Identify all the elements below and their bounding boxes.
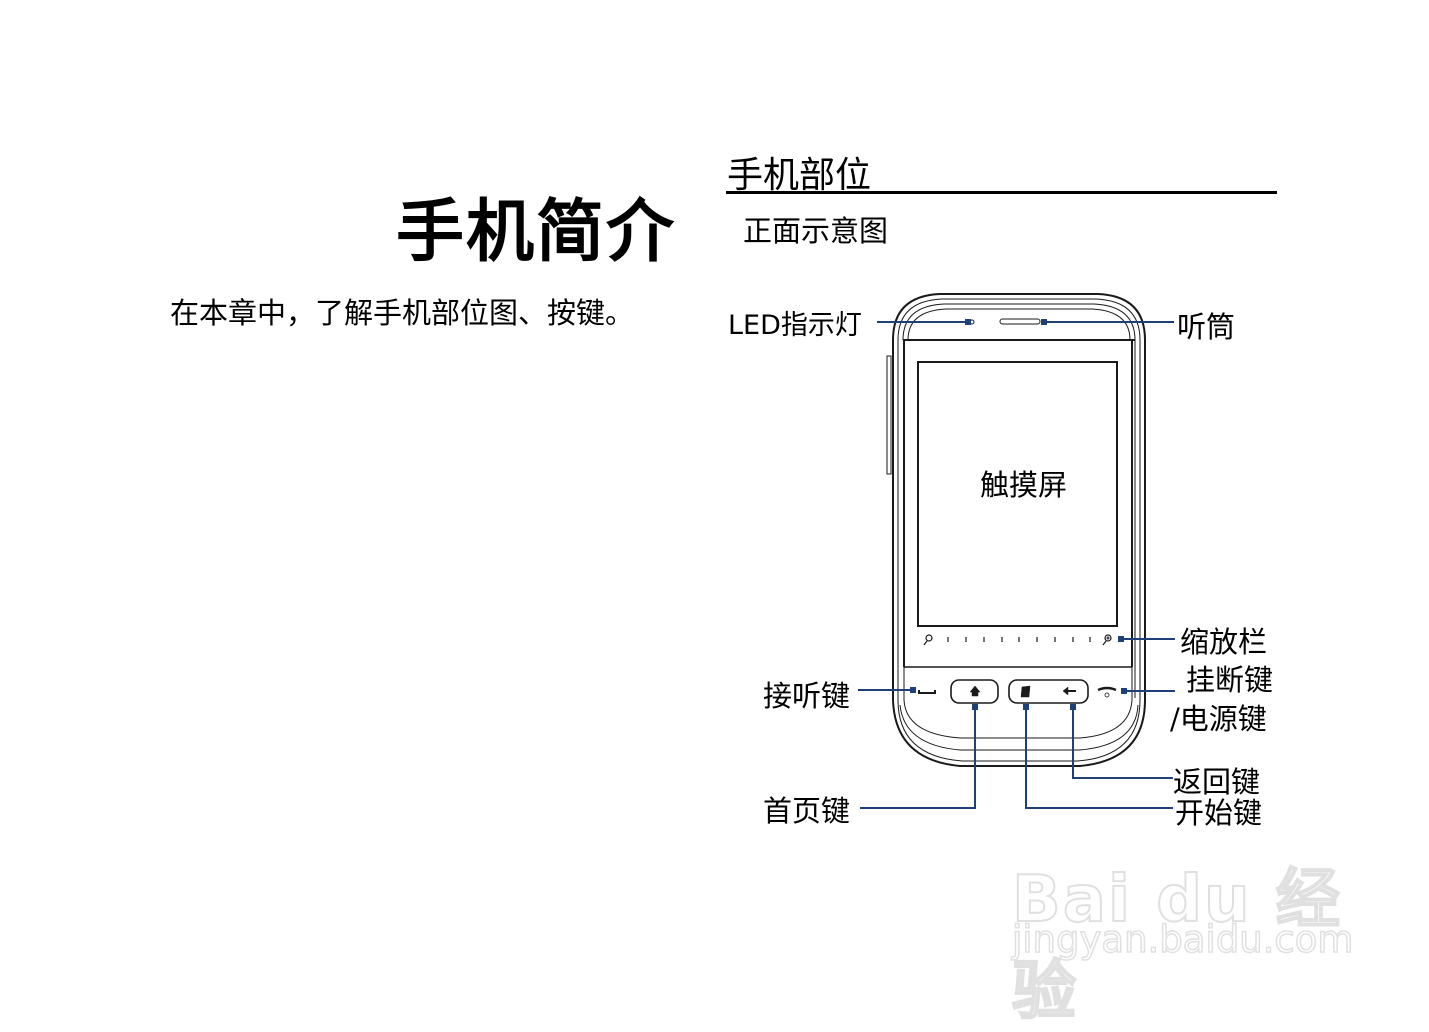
home-button (950, 679, 999, 704)
talk-key-label: 接听键 (763, 679, 851, 713)
callout-lines (858, 321, 1175, 809)
back-key-label: 返回键 (1173, 765, 1261, 799)
zoom-out-icon (923, 634, 933, 646)
section-title: 手机部位 (727, 155, 872, 196)
subsection-title: 正面示意图 (743, 214, 889, 248)
windows-start-icon (1020, 685, 1031, 698)
zoom-bar-label: 缩放栏 (1180, 625, 1268, 659)
talk-icon (918, 690, 936, 694)
earpiece-icon (999, 318, 1041, 325)
start-back-button (1008, 679, 1089, 704)
touchscreen (917, 361, 1118, 627)
watermark-url: jingyan.baidu.com (1011, 917, 1354, 962)
phone-body (886, 293, 1146, 767)
home-icon (969, 685, 981, 697)
home-key-label: 首页键 (763, 794, 851, 828)
section-divider (726, 191, 1277, 194)
led-indicator-label: LED指示灯 (728, 310, 862, 341)
zoom-in-icon (1102, 634, 1112, 646)
watermark-logo: Bai du 经验 (1011, 862, 1342, 1030)
chapter-intro: 在本章中，了解手机部位图、按键。 (170, 296, 635, 330)
touchscreen-label: 触摸屏 (980, 468, 1068, 502)
end-power-icon (1097, 686, 1117, 698)
end-key-label: 挂断键 (1186, 663, 1274, 697)
back-arrow-icon (1062, 686, 1076, 696)
chapter-title: 手机简介 (396, 193, 677, 272)
baidu-jingyan-watermark: Bai du 经验 jingyan.baidu.com (1011, 810, 1354, 1030)
earpiece-label: 听筒 (1177, 310, 1236, 344)
start-key-label: 开始键 (1175, 796, 1263, 830)
power-key-label: /电源键 (1170, 702, 1267, 736)
zoom-bar (947, 637, 1091, 642)
